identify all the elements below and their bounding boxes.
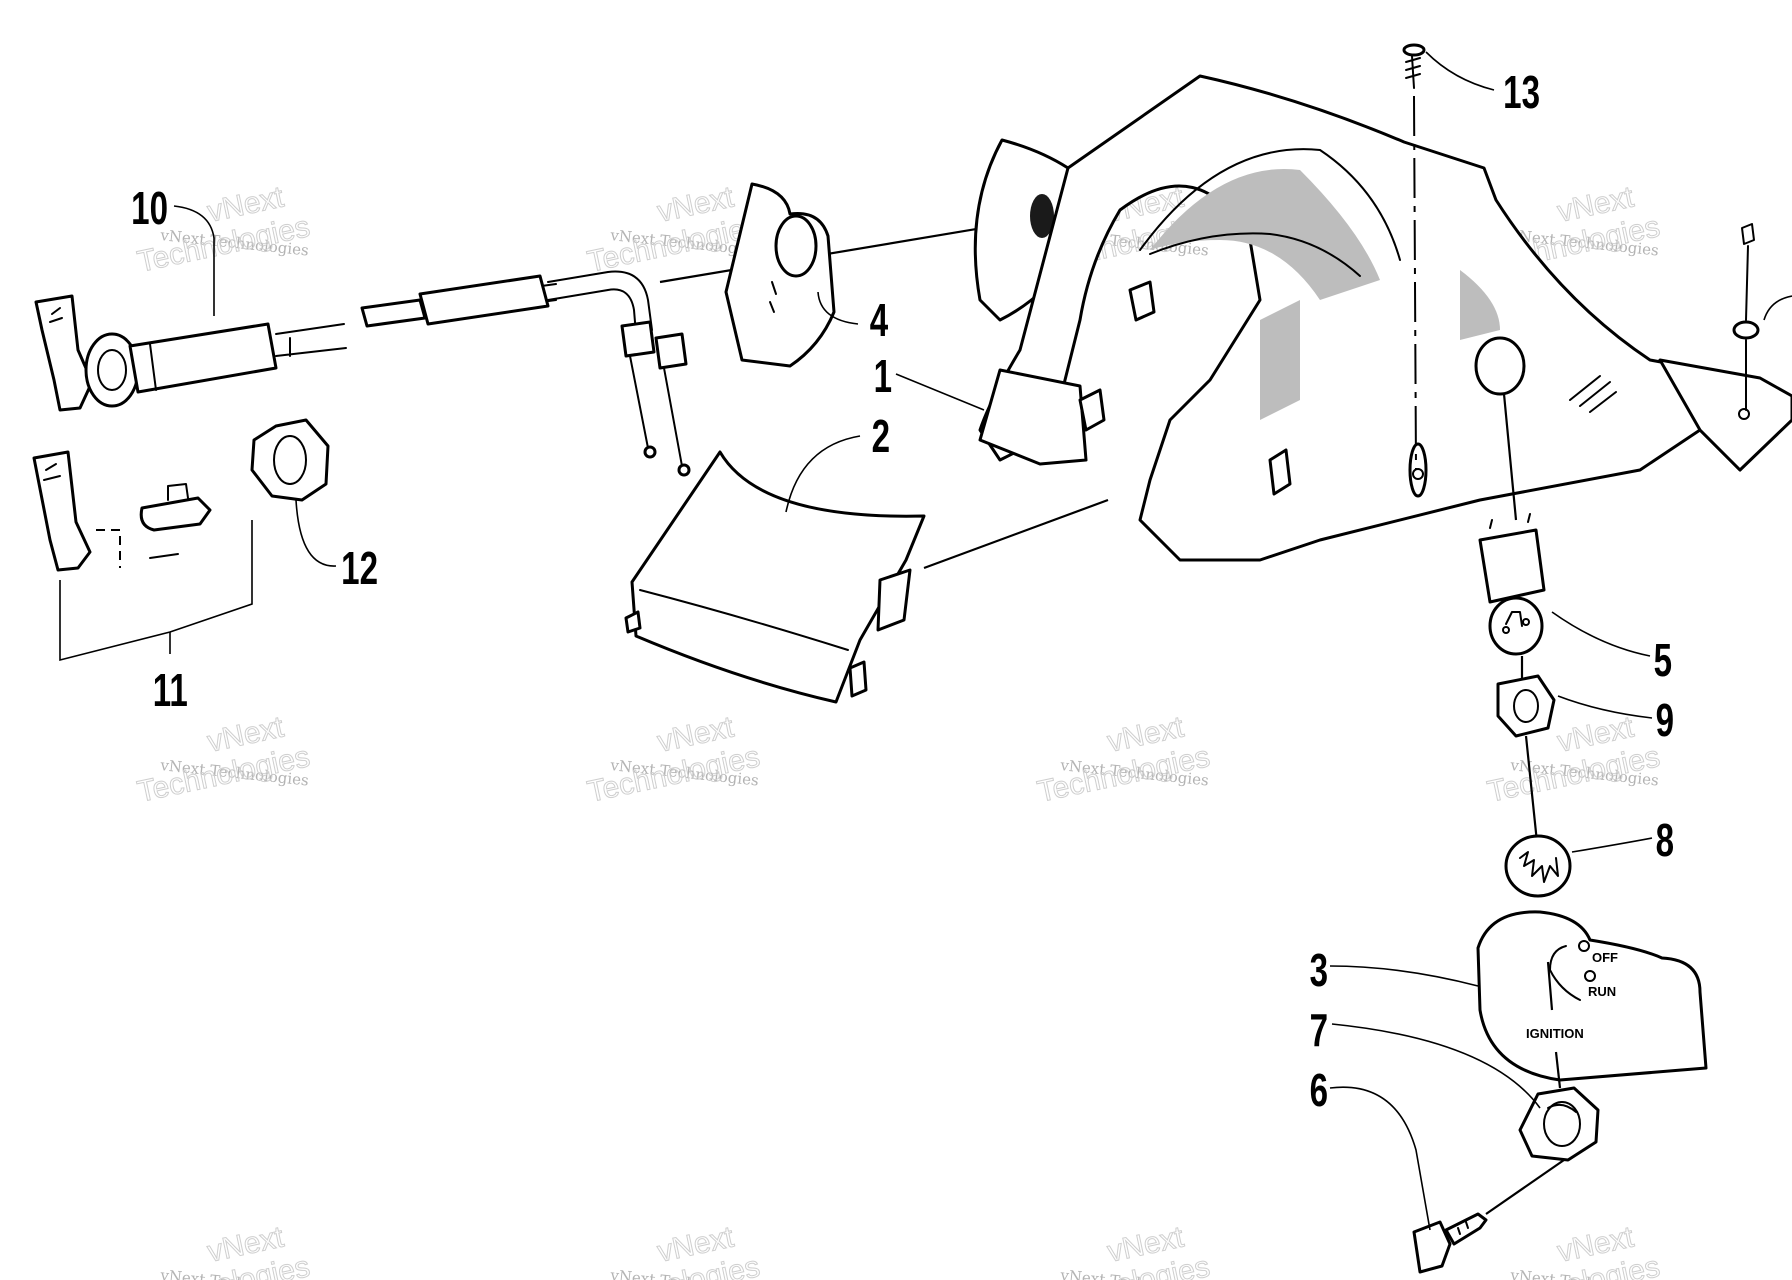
callout-11: 11 — [153, 666, 188, 716]
callout-4: 4 — [870, 296, 889, 346]
control-cable — [360, 218, 1031, 477]
callout-3: 3 — [1310, 946, 1328, 996]
callout-9: 9 — [1656, 696, 1674, 746]
panel-off-label: OFF — [1592, 950, 1618, 965]
part-13-screw — [1402, 43, 1426, 471]
part-6-key — [1412, 1159, 1565, 1274]
part-1-housing — [973, 74, 1792, 562]
callout-13: 13 — [1503, 68, 1540, 118]
callout-1: 1 — [874, 352, 892, 402]
part-9-collar — [1496, 674, 1556, 853]
callout-labels: 1 2 3 4 5 6 7 8 9 10 11 12 13 — [131, 68, 1674, 1116]
callout-5: 5 — [1654, 636, 1672, 686]
part-4-plate — [724, 182, 836, 368]
part-11-lever-kit — [32, 450, 253, 662]
panel-ignition-label: IGNITION — [1526, 1026, 1584, 1041]
callout-2: 2 — [872, 412, 890, 462]
part-12-nut — [250, 418, 330, 502]
part-3-ignition-panel: OFF RUN IGNITION — [1476, 910, 1708, 1082]
callout-12: 12 — [341, 544, 378, 594]
part-2-cover — [624, 450, 1109, 704]
part-10-control-lever — [34, 294, 347, 412]
part-8-lock-washer — [1504, 834, 1572, 898]
panel-run-label: RUN — [1588, 984, 1616, 999]
callout-8: 8 — [1656, 816, 1674, 866]
callout-7: 7 — [1310, 1006, 1328, 1056]
right-edge-fastener — [1732, 223, 1792, 411]
callout-10: 10 — [131, 184, 168, 234]
part-5-ignition-switch — [1478, 393, 1546, 680]
callout-6: 6 — [1310, 1066, 1328, 1116]
leader-lines — [173, 51, 1653, 1231]
